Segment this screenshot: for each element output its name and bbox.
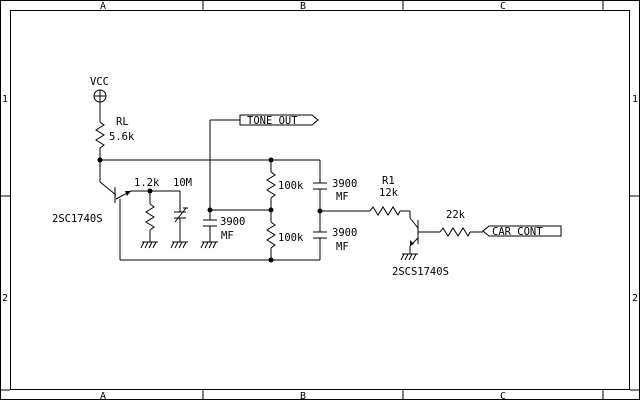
car-cont-label: CAR CONT — [492, 226, 543, 238]
col-label-c-bottom: C — [500, 391, 506, 400]
q2-part-label: 2SCS1740S — [392, 266, 449, 278]
capacitor-c2: 3900 MF — [313, 160, 357, 232]
port-car-cont: CAR CONT — [482, 225, 562, 238]
trimmer-capacitor-10m: 10M — [150, 177, 192, 249]
tone-out-label: TONE OUT — [247, 115, 298, 127]
row-label-1-right: 1 — [632, 94, 638, 105]
c3-type-label: MF — [336, 241, 349, 253]
c1-value-label: 3900 — [220, 216, 245, 228]
resistor-100k-lower: 100k — [266, 221, 304, 260]
rl-value-label: 5.6k — [109, 131, 135, 143]
resistor-r2: 22k — [439, 209, 483, 238]
port-tone-out: TONE OUT — [210, 114, 319, 127]
wire-top-rail — [97, 157, 320, 163]
capacitor-c3: 3900 MF — [313, 227, 357, 260]
row-label-1-left: 1 — [2, 94, 8, 105]
c2-value-label: 3900 — [332, 178, 357, 190]
transistor-q1: 2SC1740S — [52, 160, 150, 260]
transistor-q2: 2SCS1740S — [392, 211, 449, 278]
r-base-label: 1.2k — [134, 177, 160, 189]
c1-type-label: MF — [221, 230, 234, 242]
r-upper-label: 100k — [278, 180, 304, 192]
resistor-rl: RL 5.6k — [95, 102, 135, 160]
vcc-label: VCC — [90, 76, 109, 88]
c3-value-label: 3900 — [332, 227, 357, 239]
c2-type-label: MF — [336, 191, 349, 203]
rl-name-label: RL — [116, 116, 129, 128]
r2-value-label: 22k — [446, 209, 466, 221]
vcc-terminal: VCC — [90, 76, 109, 103]
r1-value-label: 12k — [379, 187, 399, 199]
r-trim-label: 10M — [173, 177, 192, 189]
col-label-a-bottom: A — [100, 391, 106, 400]
resistor-1-2k: 1.2k — [134, 177, 160, 249]
capacitor-c1: 3900 MF — [200, 120, 271, 249]
q1-part-label: 2SC1740S — [52, 213, 103, 225]
col-label-a-top: A — [100, 1, 106, 12]
wire-bottom-rail — [120, 257, 320, 263]
col-label-b-bottom: B — [300, 391, 306, 400]
row-label-2-right: 2 — [632, 293, 638, 304]
r-lower-label: 100k — [278, 232, 304, 244]
r1-name-label: R1 — [382, 175, 395, 187]
col-label-b-top: B — [300, 1, 306, 12]
resistor-100k-upper: 100k — [266, 160, 304, 222]
resistor-r1: R1 12k — [317, 175, 410, 217]
col-label-c-top: C — [500, 1, 506, 12]
row-label-2-left: 2 — [2, 293, 8, 304]
